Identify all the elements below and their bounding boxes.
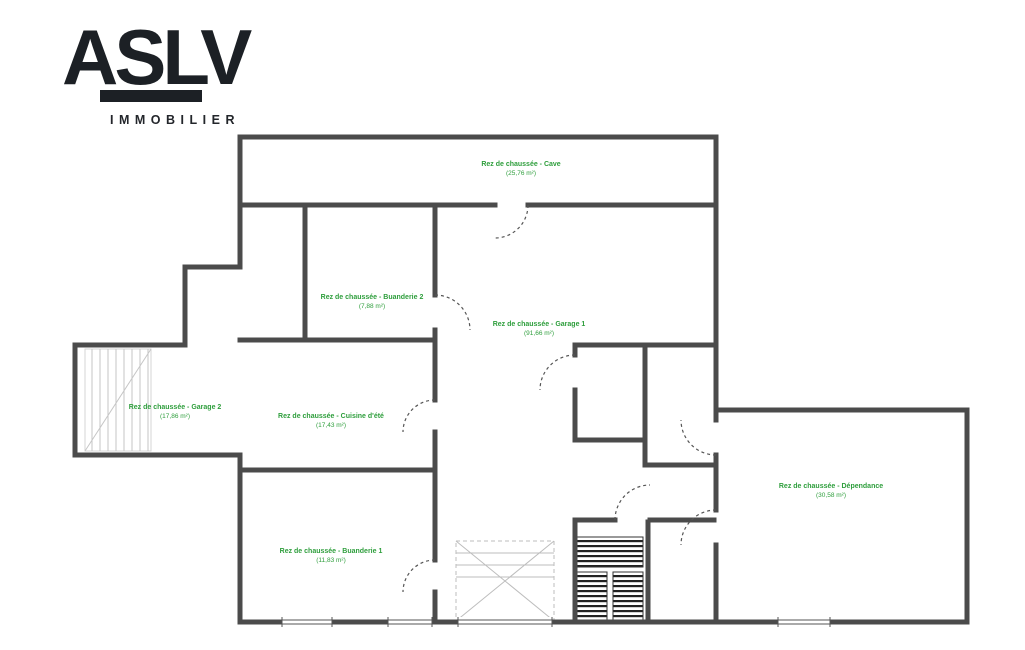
brand-logo: ASLV IMMOBILIER <box>62 13 282 127</box>
room-name: Rez de chaussée - Garage 1 <box>492 321 586 328</box>
brand-logo-bar <box>100 89 202 102</box>
wall-small-rooms <box>572 342 717 468</box>
room-name: Rez de chaussée - Dépendance <box>778 483 884 490</box>
room-name: Rez de chaussée - Cave <box>481 161 561 168</box>
door-arc-corridor <box>614 484 651 521</box>
wall-buanderie2 <box>237 204 438 343</box>
door-arc-cave <box>494 204 529 239</box>
room-label-garage-2: Rez de chaussée - Garage 2 (17,86 m²) <box>129 403 222 421</box>
brand-tagline: IMMOBILIER <box>110 112 240 127</box>
center-stairs-dark <box>576 536 644 621</box>
windows <box>281 617 831 627</box>
door-arc-buanderie1 <box>402 559 436 593</box>
room-area: (17,86 m²) <box>160 413 190 420</box>
wall-lower-partition <box>572 517 717 623</box>
room-label-garage-1: Rez de chaussée - Garage 1 (91,66 m²) <box>493 320 586 338</box>
room-area: (25,76 m²) <box>506 170 536 177</box>
room-label-dependance: Rez de chaussée - Dépendance (30,58 m²) <box>779 482 883 500</box>
door-arc-cuisine <box>402 399 436 433</box>
room-area: (17,43 m²) <box>316 422 346 429</box>
center-stairs-light <box>455 540 555 622</box>
room-area: (11,83 m²) <box>316 557 346 564</box>
room-label-cave: Rez de chaussée - Cave (25,76 m²) <box>481 160 560 178</box>
room-name: Rez de chaussée - Garage 2 <box>128 404 222 411</box>
room-label-buanderie-1: Rez de chaussée - Buanderie 1 (11,83 m²) <box>280 547 383 565</box>
door-arc-small-room <box>539 354 576 391</box>
brand-logo-text: ASLV <box>62 13 252 101</box>
garage2-stairs <box>84 348 152 452</box>
room-area: (91,66 m²) <box>524 330 554 337</box>
door-arc-buanderie2 <box>434 294 471 331</box>
door-arc-dependance-1 <box>680 419 717 456</box>
window <box>777 617 831 627</box>
room-name: Rez de chaussée - Cuisine d'été <box>278 413 384 420</box>
room-label-buanderie-2: Rez de chaussée - Buanderie 2 (7,88 m²) <box>321 293 424 311</box>
room-name: Rez de chaussée - Buanderie 2 <box>320 294 424 301</box>
room-area: (7,88 m²) <box>358 303 386 310</box>
window <box>457 617 553 627</box>
window <box>281 617 333 627</box>
exterior-wall <box>72 134 970 625</box>
room-label-cuisine-ete: Rez de chaussée - Cuisine d'été (17,43 m… <box>278 412 384 430</box>
door-arc-dependance-2 <box>680 509 717 546</box>
window <box>387 617 433 627</box>
walls <box>72 134 970 625</box>
door-arcs <box>402 204 717 593</box>
room-area: (30,58 m²) <box>816 492 846 499</box>
room-name: Rez de chaussée - Buanderie 1 <box>279 548 383 555</box>
